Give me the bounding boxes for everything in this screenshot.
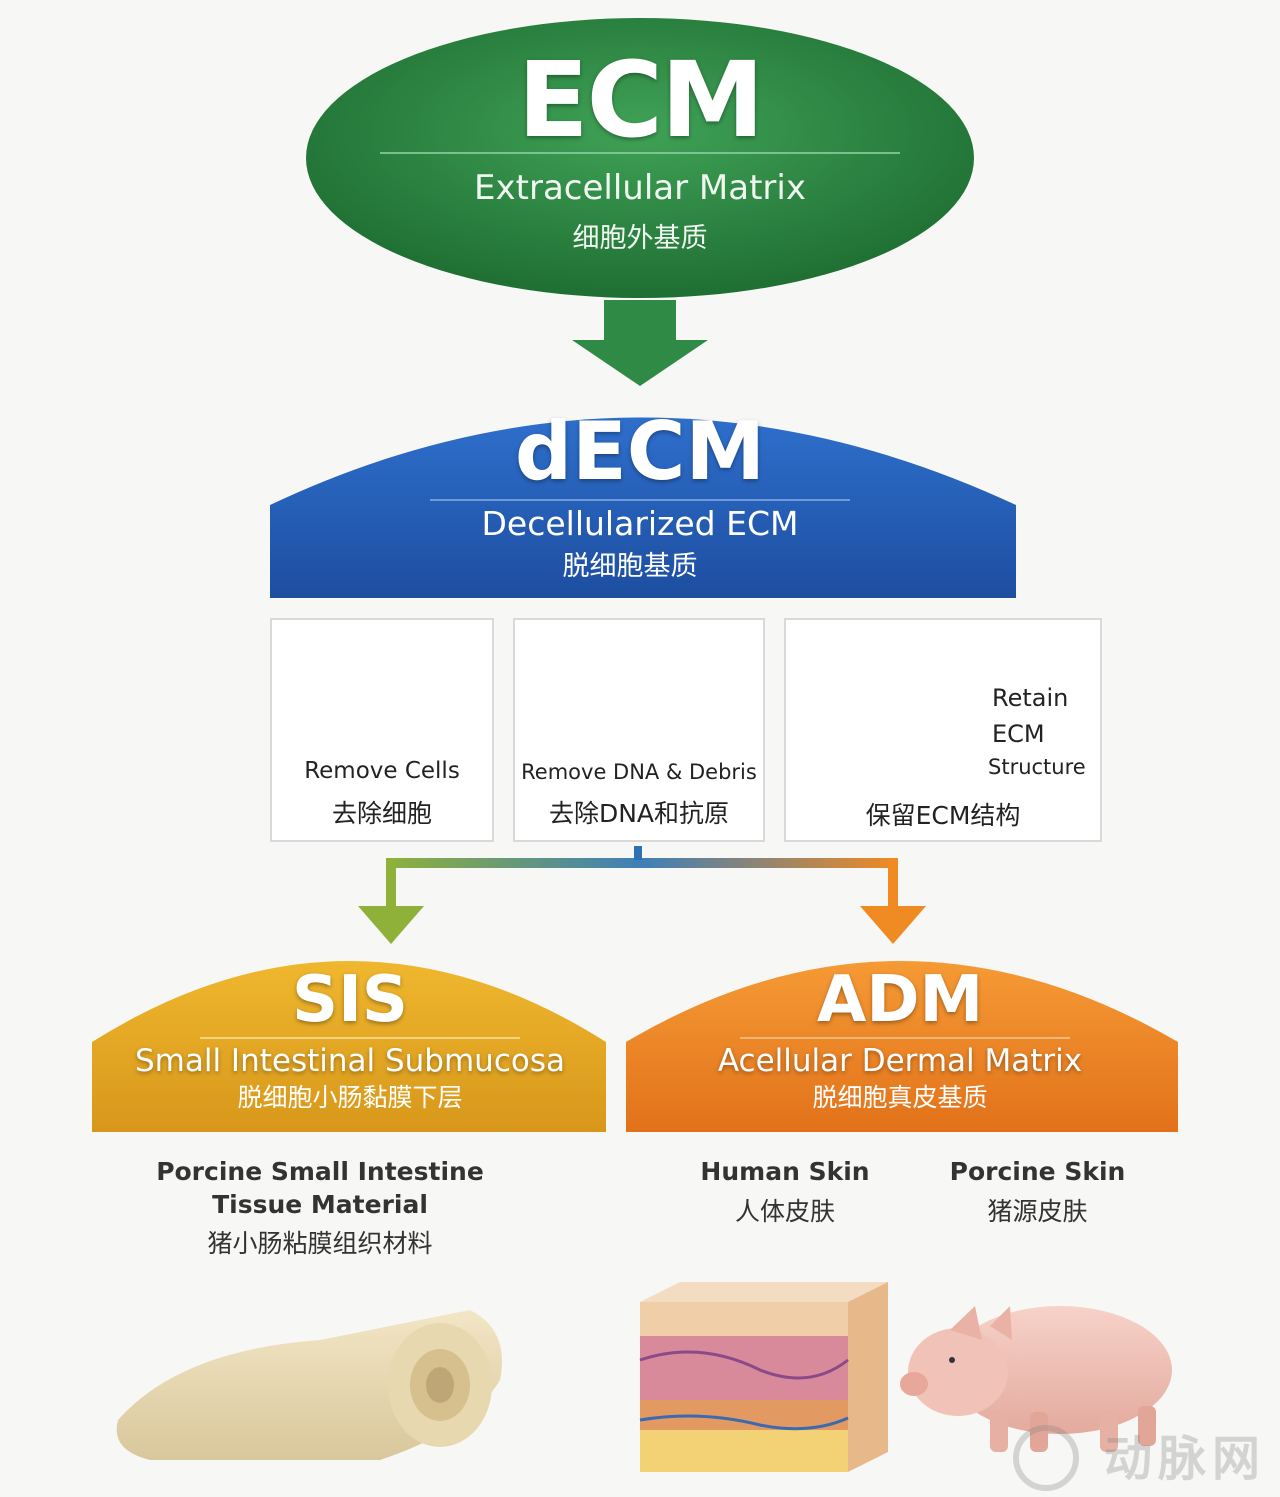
adm-source-human: Human Skin 人体皮肤 [670,1156,900,1227]
decm-subtitle-zh: 脱细胞基质 [562,551,698,582]
branch-left-stem [386,858,396,908]
adm-source-label-zh: 人体皮肤 [734,1196,835,1226]
sis-source-line: Tissue Material [212,1189,428,1219]
step-label-line: Retain [992,684,1069,712]
adm-source-label-zh: 猪源皮肤 [987,1196,1088,1226]
adm-source-label: Porcine Skin [949,1157,1126,1186]
step-label-stack: Retain ECM Structure [988,680,1086,784]
ecm-ellipse [306,18,974,298]
left-arrow-icon [358,906,424,944]
step-label-zh: 去除细胞 [331,799,432,828]
right-arrow-icon [860,906,926,944]
step-label: Remove DNA & Debris [521,760,757,784]
adm-source-label: Human Skin [700,1157,870,1186]
step-label: Remove Cells [304,758,460,784]
step-label-zh: 去除DNA和抗原 [548,799,730,828]
sis-subtitle-zh: 脱细胞小肠黏膜下层 [237,1083,463,1112]
step-retain-ecm-panel: Retain ECM Structure 保留ECM结构 [784,618,1102,842]
ecm-subtitle: Extracellular Matrix [474,168,806,208]
sis-source: Porcine Small Intestine Tissue Material … [120,1156,520,1259]
branch-connector [386,858,898,868]
pig-icon [900,1306,1172,1452]
sis-subtitle: Small Intestinal Submucosa [134,1043,565,1079]
branch-stem [634,846,642,860]
adm-dome [626,961,1178,1132]
watermark-text: 动脉网 [1103,1431,1266,1487]
decm-title: dECM [514,405,766,498]
branch-right-stem [888,858,898,908]
sis-dome [92,961,606,1132]
sis-title: SIS [292,963,408,1037]
ecm-title: ECM [517,39,765,161]
step-label-line: ECM [992,720,1045,748]
adm-subtitle: Acellular Dermal Matrix [717,1043,1083,1079]
sis-source-zh: 猪小肠粘膜组织材料 [207,1229,433,1258]
sis-source-line: Porcine Small Intestine [156,1157,484,1186]
step-label-line: Structure [988,755,1086,779]
down-arrow-icon [572,300,708,386]
adm-subtitle-zh: 脱细胞真皮基质 [812,1083,988,1112]
decm-subtitle: Decellularized ECM [481,504,799,543]
adm-title: ADM [816,963,984,1037]
ecm-subtitle-zh: 细胞外基质 [572,223,708,254]
step-label-zh: 保留ECM结构 [865,801,1021,830]
watermark-logo-icon [1013,1425,1079,1491]
step-remove-cells-panel: Remove Cells 去除细胞 [270,618,494,842]
skin-block-icon [639,1282,888,1472]
decm-dome [270,417,1016,598]
tissue-roll-icon [116,1310,502,1460]
adm-source-porcine: Porcine Skin 猪源皮肤 [920,1156,1155,1227]
step-remove-dna-panel: Remove DNA & Debris 去除DNA和抗原 [513,618,765,842]
